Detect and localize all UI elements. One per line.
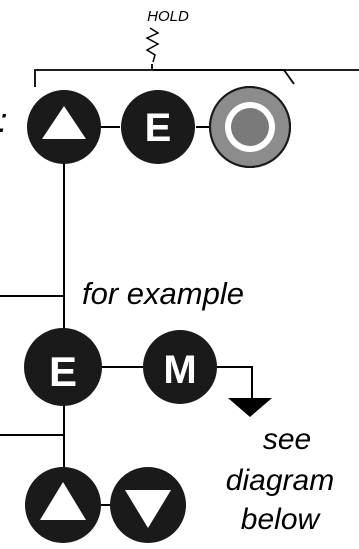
m-button-mid[interactable]: M	[143, 330, 217, 404]
colon-label: :	[0, 102, 7, 140]
up-button-bottom[interactable]	[25, 467, 101, 543]
hold-squiggle-icon	[145, 27, 160, 63]
hold-bracket	[34, 64, 359, 87]
down-button-bottom[interactable]	[110, 467, 186, 543]
see-label: see	[263, 423, 311, 456]
hold-bracket-right	[152, 69, 295, 85]
hold-label: HOLD	[147, 8, 189, 25]
diagram-label: diagram	[226, 464, 334, 497]
ring-button-top[interactable]	[209, 86, 291, 168]
e-button-top-label: E	[145, 106, 172, 150]
e-button-mid-label: E	[49, 348, 77, 395]
down-triangle-icon	[125, 490, 171, 528]
e-button-top[interactable]: E	[121, 90, 195, 164]
up-triangle-icon	[40, 482, 86, 520]
for-example-label: for example	[82, 276, 244, 311]
m-to-arrow-line	[215, 366, 253, 398]
ring-icon	[209, 86, 291, 168]
below-label: below	[241, 503, 322, 536]
up-triangle-icon	[42, 106, 86, 139]
e-button-mid[interactable]: E	[24, 328, 102, 406]
up-button-top[interactable]	[27, 90, 101, 164]
arrow-down-icon	[228, 398, 272, 417]
m-button-mid-label: M	[163, 348, 196, 392]
